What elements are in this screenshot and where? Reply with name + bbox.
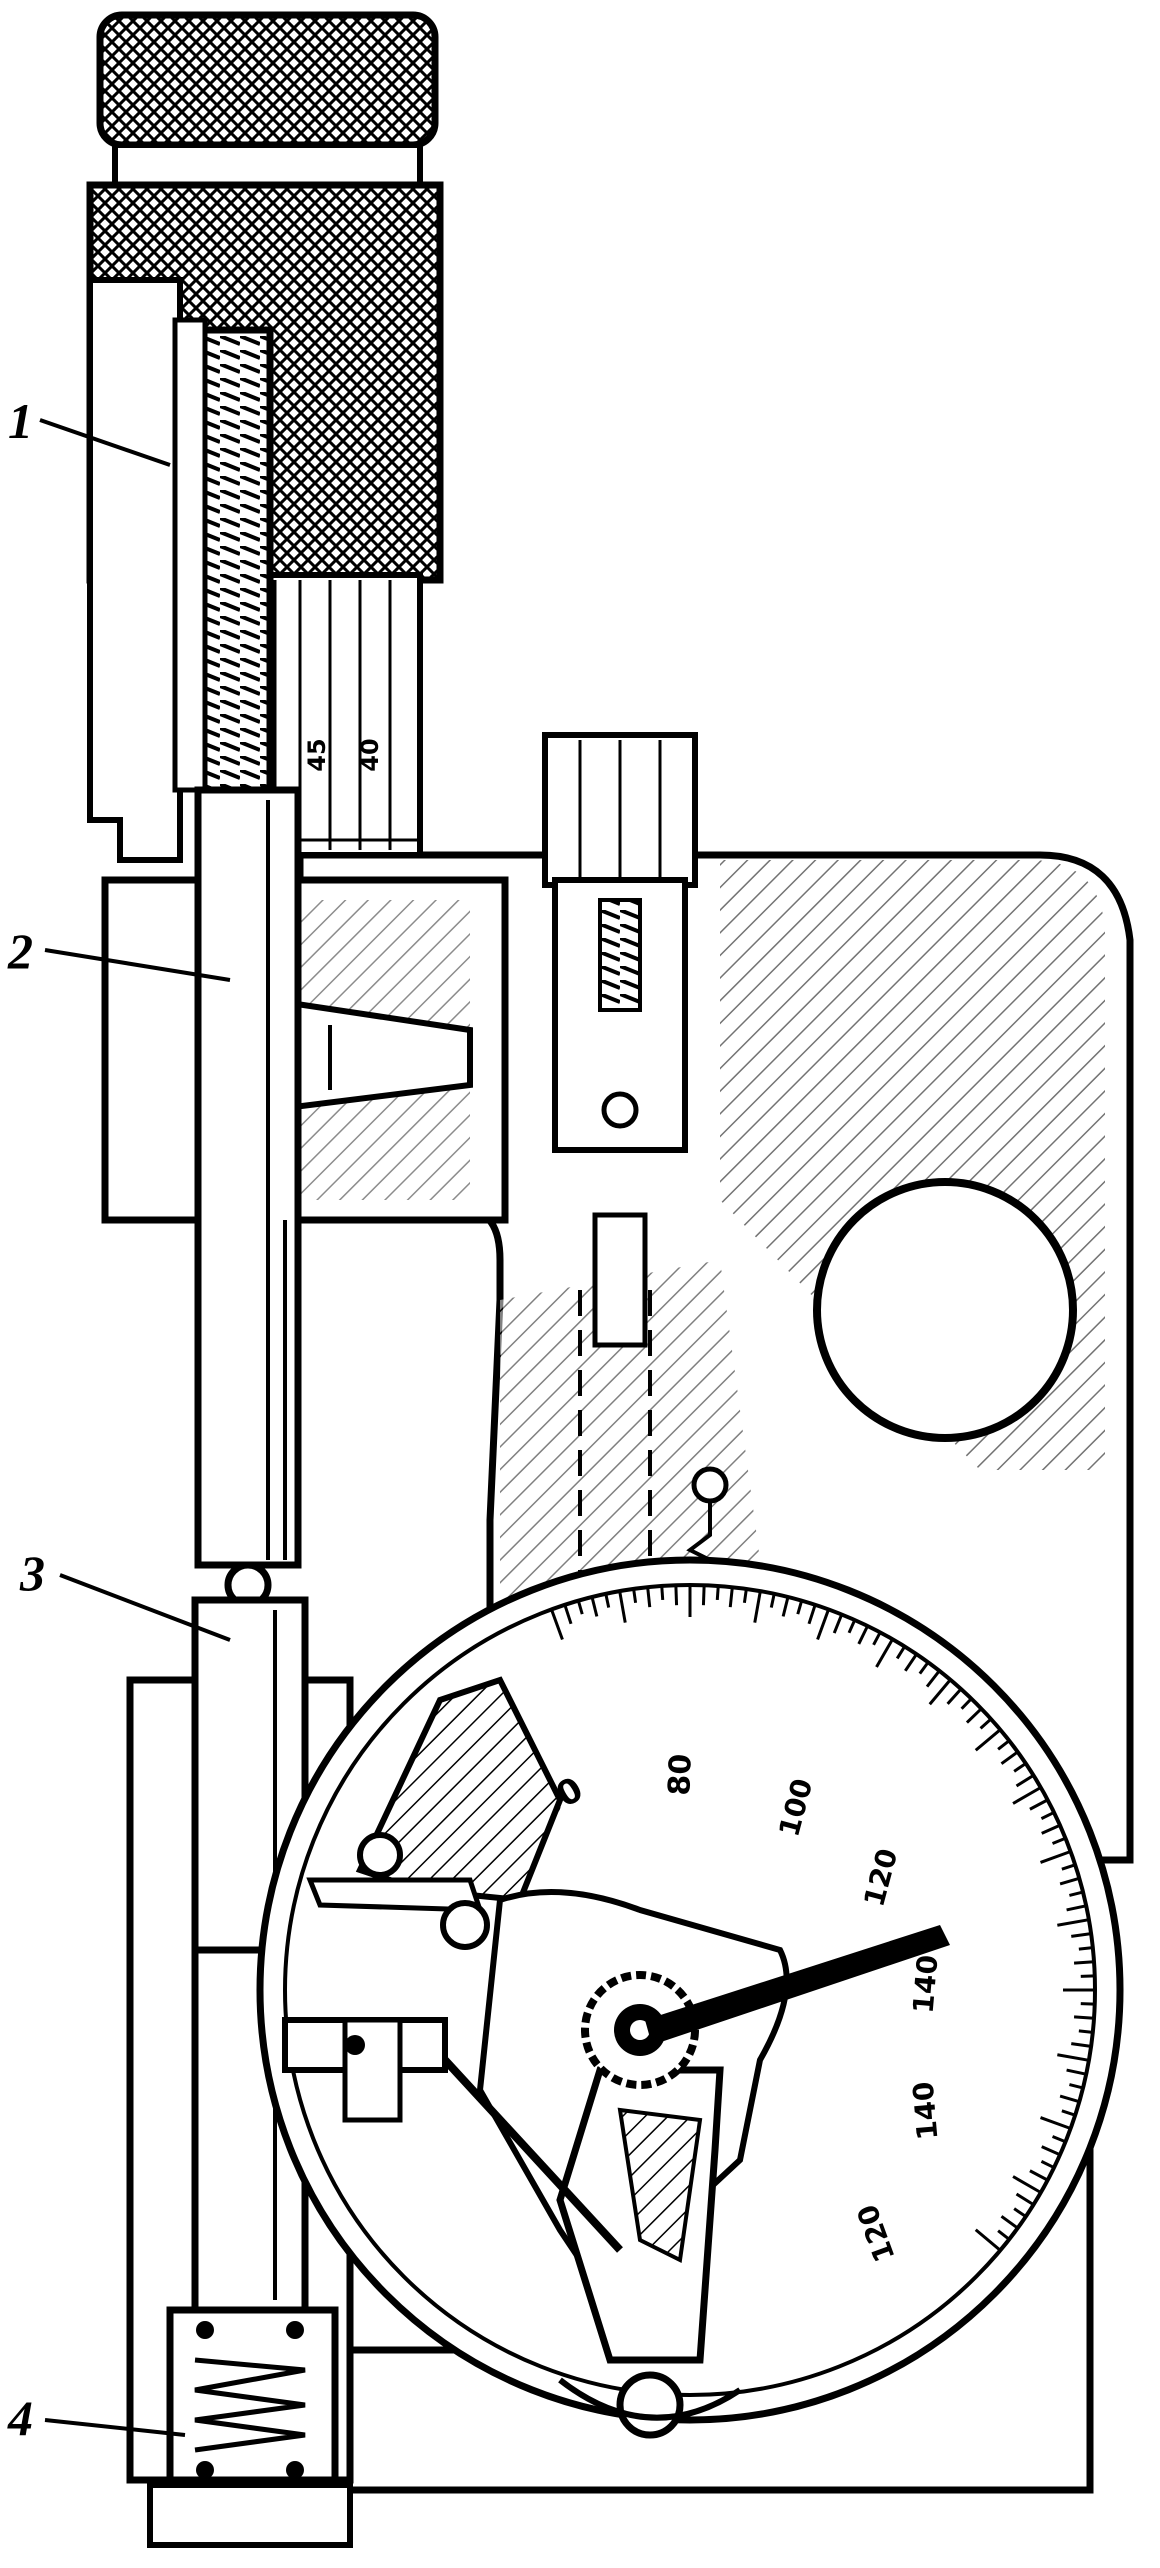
frame-hole (813, 1178, 1077, 1442)
dial-tick (997, 2229, 1011, 2241)
dial-tick (875, 1638, 894, 1668)
thimble-mark-45: 45 (303, 738, 331, 771)
dial-tick (590, 1596, 599, 1617)
dial-tick (1057, 2053, 1090, 2062)
lever-mechanism (282, 1676, 950, 2439)
dial-scale-ticks (550, 1585, 1095, 2252)
callout-4: 4 (7, 2390, 33, 2446)
dial-tick (925, 1669, 941, 1688)
dial-tick (872, 1631, 882, 1646)
dial-tick (1066, 1904, 1087, 1912)
dial-tick (701, 1585, 706, 1606)
dial-tick (832, 1613, 844, 1634)
thimble-mark-40: 40 (356, 738, 384, 771)
dial-tick (769, 1593, 776, 1608)
micrometer-screw (196, 326, 274, 794)
dial-mark-80: 80 (662, 1753, 698, 1796)
callout-2: 2 (7, 923, 33, 979)
dial-tick (1071, 2042, 1092, 2048)
dial-tick (1061, 2109, 1076, 2117)
dial-tick (728, 1587, 734, 1608)
dial-tick (1057, 1918, 1090, 1927)
dial-tick (781, 1596, 790, 1617)
dial-tick (1029, 2169, 1049, 2182)
dial-tick (674, 1585, 679, 1606)
dial-tick (807, 1604, 817, 1625)
dial-tick (1041, 1823, 1061, 1835)
dial-tick (1039, 1850, 1072, 1864)
dial-tick (1061, 1863, 1076, 1871)
dial-tick (928, 1678, 952, 1706)
dial-mark-140-lower: 140 (907, 2080, 945, 2141)
dial-tick (965, 1707, 983, 1724)
dial-tick (1069, 2083, 1084, 2090)
dial-tick (979, 1717, 992, 1730)
dial-tick (1071, 1932, 1092, 1938)
dial-tick (816, 1608, 830, 1641)
dial-tick (1039, 2116, 1072, 2130)
dial-tick (1012, 2175, 1042, 2194)
lower-anvil-housing (126, 1596, 354, 2548)
dial-tick (563, 1604, 573, 1625)
dial-tick (742, 1588, 748, 1604)
dial-tick (715, 1585, 720, 1601)
dial-tick (918, 1661, 930, 1675)
dial-tick (1015, 1774, 1035, 1788)
dial-tick (1041, 2145, 1061, 2157)
dial-tick (1040, 1811, 1055, 1820)
dial-tick (618, 1590, 627, 1623)
dial-tick (550, 1608, 564, 1641)
dial-tick (1073, 2015, 1095, 2020)
dial-tick (632, 1588, 638, 1604)
dial-tick (604, 1593, 611, 1608)
callout-3: 3 (19, 1545, 45, 1601)
dial-tick (1059, 2094, 1080, 2104)
callout-1: 1 (8, 393, 33, 449)
dial-tick (904, 1653, 918, 1672)
dial-tick (1078, 1946, 1093, 1951)
dial-tick (576, 1600, 584, 1615)
dial-tick (1029, 1798, 1049, 1811)
anvil-housing (101, 876, 509, 1224)
dial-tick (1073, 1960, 1095, 1965)
bottom-spring-housing (166, 2306, 339, 2484)
dial-tick (1051, 2135, 1067, 2144)
dial-tick (974, 1728, 1002, 1752)
dial-tick (1040, 2160, 1055, 2169)
dial-tick (660, 1585, 665, 1601)
dial-tick (796, 1600, 804, 1615)
dial-tick (997, 1739, 1011, 1751)
dial-tick (974, 2228, 1002, 2252)
dial-tick (1051, 1836, 1067, 1845)
dial-tick (857, 1625, 869, 1645)
dial-tick (1015, 2192, 1035, 2206)
dial-tick (1000, 2215, 1019, 2230)
dial-tick (946, 1688, 963, 1705)
dial-tick (1078, 2029, 1093, 2034)
dial-tick (1013, 1762, 1027, 1773)
dial-tick (1059, 1876, 1080, 1886)
dial-tick (1000, 1750, 1019, 1765)
dial-tick (1013, 2207, 1027, 2218)
dial-mark-140-upper: 140 (907, 1954, 945, 2015)
dial-tick (646, 1587, 652, 1608)
dial-tick (1066, 2068, 1087, 2076)
ratchet-knob (96, 11, 439, 149)
dial-tick (960, 1697, 973, 1710)
dial-tick (1012, 1786, 1042, 1805)
dial-pointer (645, 1925, 950, 2045)
dial-tick (1069, 1890, 1084, 1897)
callouts: 1 2 3 4 (7, 393, 231, 2446)
dial-tick (895, 1645, 906, 1660)
dial-tick (847, 1619, 857, 1634)
spindle (172, 317, 302, 1609)
dial-tick (753, 1590, 762, 1623)
